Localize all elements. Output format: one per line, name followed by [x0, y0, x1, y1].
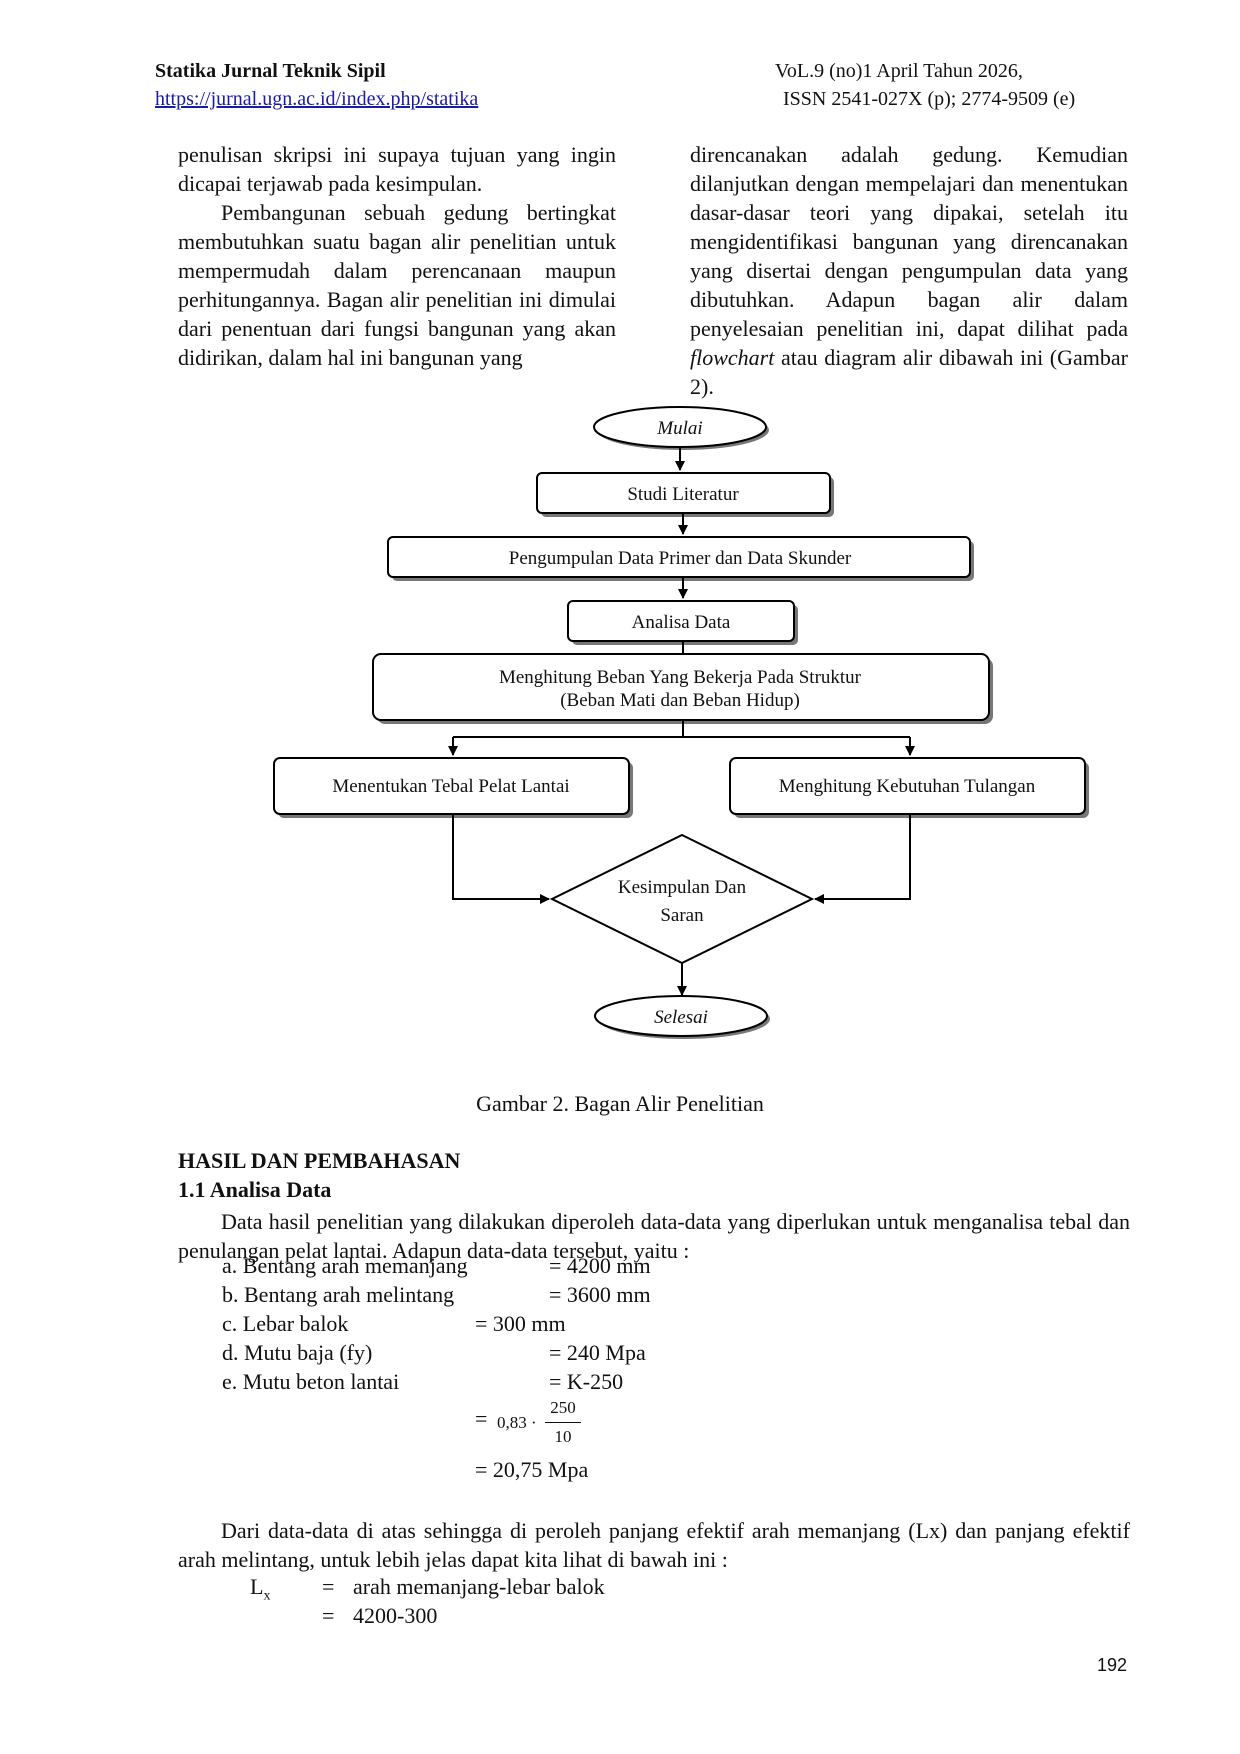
analysis-paragraph: Dari data-data di atas sehingga di perol… [178, 1518, 1130, 1572]
flowchart-arrow [452, 814, 550, 904]
issn-info: ISSN 2541-027X (p); 2774-9509 (e) [783, 88, 1076, 110]
flowchart-end-node [594, 995, 768, 1037]
data-item-label: d. Mutu baja (fy) [222, 1340, 373, 1365]
data-item-value: = 4200 mm [549, 1253, 651, 1278]
intro-right-column: direncanakan adalah gedung. Kemudian dil… [690, 140, 1128, 401]
flowchart-end-label: Selesai [654, 1007, 708, 1028]
flowchart-step-label: Menentukan Tebal Pelat Lantai [332, 776, 569, 797]
formula-coefficient: 0,83 · [497, 1413, 537, 1432]
lx-letter: L [250, 1574, 264, 1599]
lx-equals: = [322, 1574, 335, 1599]
formula-result: = 20,75 Mpa [475, 1457, 589, 1482]
data-item-value: = K-250 [549, 1369, 624, 1394]
formula-numerator: 250 [550, 1398, 576, 1417]
flowchart-step-menghitung-beban [372, 653, 990, 721]
data-item-label: a. Bentang arah memanjang [222, 1253, 468, 1278]
analysis-paragraph: Data hasil penelitian yang dilakukan dip… [178, 1209, 1130, 1263]
data-item-label: e. Mutu beton lantai [222, 1369, 400, 1394]
fraction-bar [545, 1422, 581, 1423]
flowchart-arrow [814, 814, 911, 904]
page-number: 192 [1097, 1655, 1128, 1675]
volume-info: VoL.9 (no)1 April Tahun 2026, [775, 60, 1023, 82]
intro-paragraph: direncanakan adalah gedung. Kemudian dil… [690, 140, 1128, 401]
flowchart-step-label: Studi Literatur [627, 484, 739, 505]
figure-caption: Gambar 2. Bagan Alir Penelitian [476, 1091, 764, 1116]
lx-definition: arah memanjang-lebar balok [353, 1574, 605, 1599]
flowchart-step-label: Analisa Data [632, 612, 731, 633]
data-item-label: c. Lebar balok [222, 1311, 349, 1336]
flowchart-step-pengumpulan-data [387, 536, 971, 578]
flowchart-start-label: Mulai [656, 418, 702, 439]
intro-left-column: penulisan skripsi ini supaya tujuan yang… [178, 140, 616, 372]
intro-text: atau diagram alir dibawah ini (Gambar 2)… [690, 345, 1128, 399]
flowchart-term: flowchart [690, 345, 775, 370]
flowchart-step-label: (Beban Mati dan Beban Hidup) [560, 690, 800, 711]
flowchart-step-kebutuhan-tulangan [729, 757, 1086, 815]
section-title: HASIL DAN PEMBAHASAN [178, 1148, 461, 1173]
flowchart-step-analisa-data [567, 600, 795, 642]
flowchart-step-label: Pengumpulan Data Primer dan Data Skunder [509, 548, 852, 569]
flowchart-diagram: Mulai Studi Literatur Pengumpulan Data P… [273, 406, 1089, 1039]
lx-symbol: Lx [250, 1574, 270, 1604]
subsection-title: 1.1 Analisa Data [178, 1177, 332, 1202]
flowchart-step-label: Menghitung Beban Yang Bekerja Pada Struk… [499, 667, 862, 688]
lx-subscript: x [263, 1588, 271, 1604]
intro-paragraph: penulisan skripsi ini supaya tujuan yang… [178, 142, 616, 196]
flowchart-step-tebal-pelat [273, 757, 630, 815]
flowchart-decision-node [549, 833, 815, 965]
flowchart-decision-label: Saran [660, 905, 704, 926]
intro-text: direncanakan adalah gedung. Kemudian dil… [690, 142, 1128, 341]
flowchart-step-label: Menghitung Kebutuhan Tulangan [779, 776, 1036, 797]
lx-equals: = [322, 1603, 335, 1628]
intro-paragraph: Pembangunan sebuah gedung bertingkat mem… [178, 200, 616, 370]
formula-equals: = [475, 1406, 488, 1431]
data-item-value: = 240 Mpa [549, 1340, 646, 1365]
journal-name: Statika Jurnal Teknik Sipil [155, 60, 386, 82]
formula-denominator: 10 [554, 1427, 572, 1446]
data-item-value: = 3600 mm [549, 1282, 651, 1307]
lx-value: 4200-300 [353, 1603, 438, 1628]
flowchart-decision-label: Kesimpulan Dan [618, 877, 747, 898]
data-item-label: b. Bentang arah melintang [222, 1282, 455, 1307]
journal-url-link[interactable]: https://jurnal.ugn.ac.id/index.php/stati… [155, 88, 479, 110]
data-item-value: = 300 mm [475, 1311, 566, 1336]
